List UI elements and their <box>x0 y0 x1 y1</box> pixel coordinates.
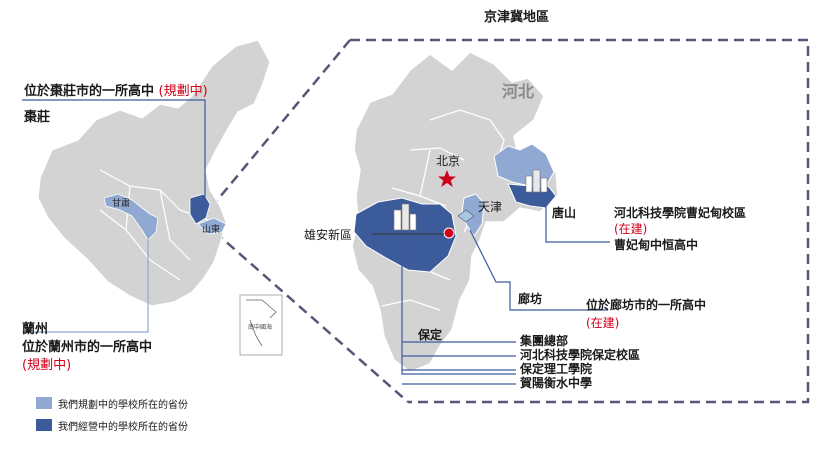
baoding-item-hq: 集團總部 <box>520 334 569 348</box>
legend-label-planned: 我們規劃中的學校所在的省份 <box>58 400 188 411</box>
xiongan-marker-icon <box>443 227 455 239</box>
baoding-label: 保定 <box>418 328 443 342</box>
xiongan-label: 雄安新區 <box>304 228 353 242</box>
baoding-item-college: 河北科技學院保定校區 <box>520 348 641 362</box>
jingjinji-map <box>351 51 559 373</box>
lanzhou-city-label: 蘭州 <box>22 322 49 337</box>
baoding-item-highschool: 賀陽衡水中學 <box>520 376 593 390</box>
zaozhuang-city-label: 棗莊 <box>24 110 51 125</box>
tangshan-building-icon <box>525 169 548 193</box>
zoom-connector-top <box>204 39 351 216</box>
beijing-star-icon <box>438 170 456 187</box>
hebei-label: 河北 <box>502 82 535 101</box>
legend-swatch-operating <box>36 419 52 431</box>
inset-label: 南中國海 <box>248 324 273 331</box>
shandong-label: 山東 <box>202 225 221 235</box>
tianjin-label: 天津 <box>478 200 503 214</box>
tangshan-school-label: 河北科技學院曹妃甸校區 <box>614 206 747 220</box>
shandong-province <box>197 217 227 235</box>
langfang-building-icon <box>457 209 475 223</box>
gansu-label: 甘肅 <box>112 199 131 209</box>
zaozhuang-school-title: 位於棗莊市的一所高中 (規劃中) <box>24 80 208 99</box>
zaozhuang-leader-line <box>22 99 206 212</box>
china-map <box>37 39 271 307</box>
region-title: 京津冀地區 <box>484 10 550 25</box>
legend-label-operating: 我們經營中的學校所在的省份 <box>58 422 188 433</box>
langfang-leader-line <box>469 229 608 311</box>
zaozhuang-school-label: 位於棗莊市的一所高中 <box>24 84 155 99</box>
langfang-status: (在建) <box>586 316 620 330</box>
tangshan-status: (在建) <box>614 222 648 236</box>
langfang-school-label: 位於廊坊市的一所高中 <box>586 298 707 312</box>
baoding-building-icon <box>393 203 417 231</box>
zaozhuang-status: (規劃中) <box>158 84 208 99</box>
gansu-province <box>103 193 159 241</box>
baoding-leader-lines <box>401 234 516 375</box>
tangshan-leader-line <box>545 200 610 243</box>
baoding-item-institute: 保定理工學院 <box>520 362 593 376</box>
baoding-bracket-lines <box>402 341 516 385</box>
lanzhou-school-label: 位於蘭州市的一所高中 <box>22 340 153 355</box>
lanzhou-leader-line <box>22 232 149 333</box>
region-frame <box>350 38 810 404</box>
lanzhou-status: (規劃中) <box>22 358 72 373</box>
legend-swatch-planned <box>36 397 52 409</box>
baoding-region <box>353 197 457 273</box>
zoom-connector-bottom <box>214 231 409 403</box>
beijing-label: 北京 <box>436 154 461 168</box>
tangshan-label: 唐山 <box>552 206 577 220</box>
tangshan-school2-label: 曹妃甸中恒高中 <box>614 238 699 252</box>
inset-coast <box>246 299 277 347</box>
langfang-label: 廊坊 <box>518 292 543 306</box>
